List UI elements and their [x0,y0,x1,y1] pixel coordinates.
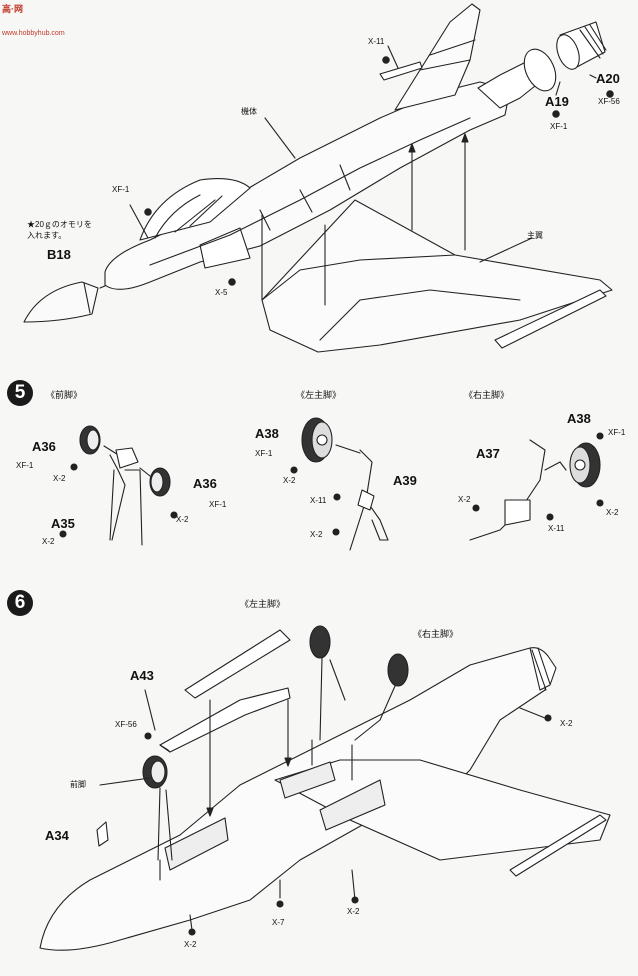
step5-xf1-leftmain-label: XF-1 [255,449,273,458]
step5-x2-rightmain-left-label: X-2 [458,495,471,504]
step5-right-main-gear-title: 《右主脚》 [464,390,510,400]
step4-xf56-label: XF-56 [598,97,620,106]
step5-x2-rightmain-right-label: X-2 [606,508,619,517]
step6-x2-bottom-left-label: X-2 [184,940,197,949]
step5-a36-left-label: A36 [32,439,56,454]
step4-x11-label: X-11 [368,37,385,46]
step5-x2-leftmain-bottom-label: X-2 [310,530,323,539]
step5-a37-label: A37 [476,446,500,461]
step6-lower-fuselage-drawing [39,625,611,951]
step6-left-main-gear-title: 《左主脚》 [240,599,286,609]
step5-right-main-gear-drawing [469,432,604,541]
step6-number-badge: 6 [7,590,33,616]
step5-a38-right-label: A38 [567,411,591,426]
step4-b18-label: B18 [47,247,71,262]
step5-a39-label: A39 [393,473,417,488]
step4-fuselage-label: 機体 [241,107,257,116]
step5-front-gear-title: 《前脚》 [46,390,83,400]
step5-number-badge: 5 [7,380,33,406]
step4-fuselage-drawing [23,3,614,353]
step6-x7-label: X-7 [272,918,285,927]
watermark-site: www.hobbyhub.com [2,30,65,37]
step5-left-main-gear-title: 《左主脚》 [296,390,342,400]
step6-a43-label: A43 [130,668,154,683]
step5-x2-bottom-label: X-2 [42,537,55,546]
step6-a34-label: A34 [45,828,69,843]
step5-a38-left-label: A38 [255,426,279,441]
step5-x2-left-label: X-2 [53,474,66,483]
step4-x5-label: X-5 [215,288,228,297]
step5-x11-rightmain-label: X-11 [548,524,565,533]
step5-a36-right-label: A36 [193,476,217,491]
step4-a20-label: A20 [596,71,620,86]
step5-xf1-right-label: XF-1 [209,500,227,509]
step5-xf1-left-label: XF-1 [16,461,34,470]
step6-xf56-label: XF-56 [115,720,137,729]
step6-right-main-gear-title: 《右主脚》 [413,629,459,639]
step5-xf1-rightmain-label: XF-1 [608,428,626,437]
step5-a35-label: A35 [51,516,75,531]
step4-xf1-engine-label: XF-1 [550,122,568,131]
step5-front-gear-drawing [59,425,178,546]
step6-x2-right-label: X-2 [560,719,573,728]
step6-x2-bottom-mid-label: X-2 [347,907,360,916]
step5-x2-right-label: X-2 [176,515,189,524]
step5-x11-leftmain-label: X-11 [310,496,327,505]
step4-xf1-canopy-label: XF-1 [112,185,130,194]
step5-left-main-gear-drawing [290,417,389,551]
watermark-logo: 高·网 [2,4,23,14]
step4-main-wing-label: 主翼 [527,231,543,240]
step6-front-gear-label: 前脚 [70,780,86,789]
step4-weight-note: ★20ｇのオモリを 入れます。 [27,220,92,240]
step5-x2-leftmain-top-label: X-2 [283,476,296,485]
step4-a19-label: A19 [545,94,569,109]
